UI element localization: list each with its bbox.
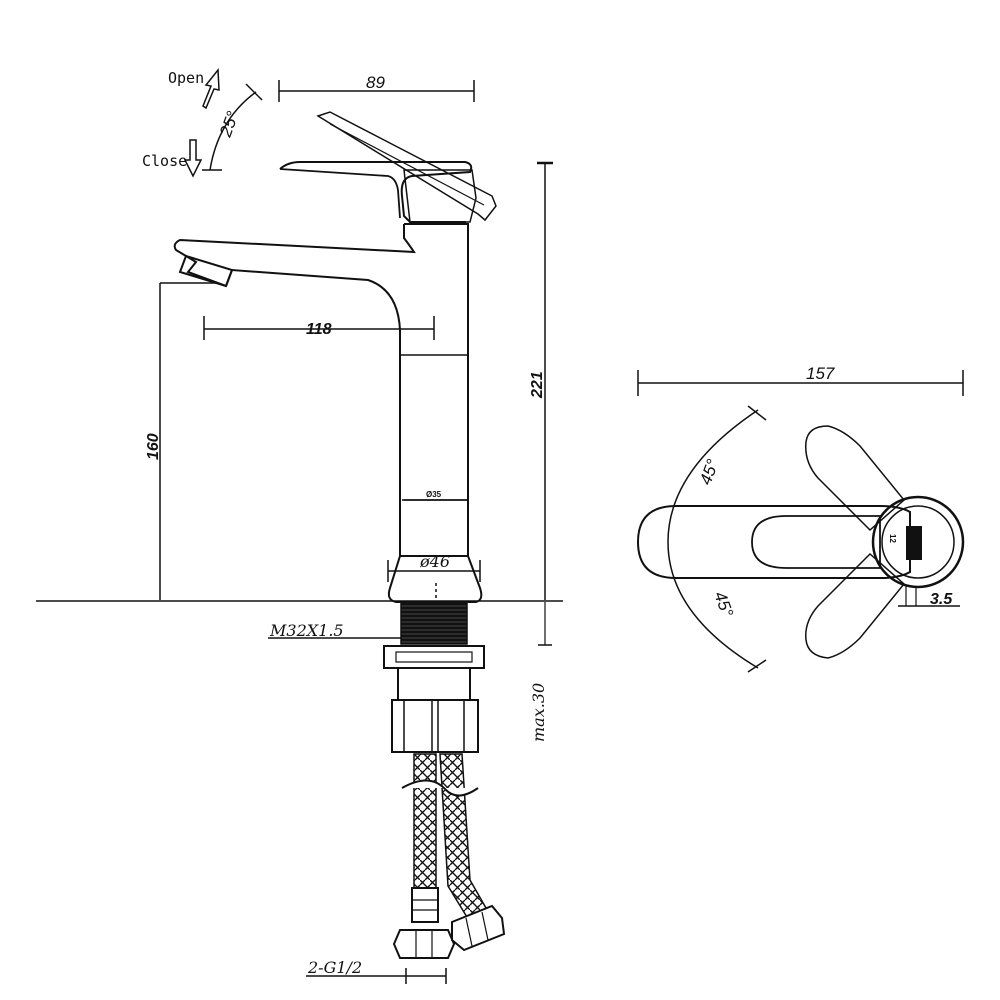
spout-height-label: 160: [145, 433, 162, 460]
hex-nut-left: [392, 929, 456, 959]
handle-open-position: [316, 111, 497, 222]
close-arrow-icon: [183, 139, 203, 178]
top-cap-inner: [881, 505, 955, 579]
hex-nut-right: [451, 904, 506, 952]
offset-label: 3.5: [930, 591, 953, 608]
top-cap-outer: [871, 495, 965, 589]
open-arrow-icon: [202, 67, 220, 110]
hose-left: [413, 753, 437, 891]
spout: [173, 224, 416, 287]
top-width-label: 157: [806, 364, 835, 383]
total-height-label: 221: [529, 371, 546, 399]
side-view: [36, 80, 563, 984]
cap-number-label: 12: [888, 534, 897, 543]
handle-width-label: 89: [366, 73, 385, 92]
base-diameter-label: ø46: [419, 552, 450, 571]
faucet-body: [225, 223, 469, 557]
threaded-shank: [400, 601, 468, 645]
top-view: [636, 370, 965, 673]
handle-cartridge: [403, 169, 477, 223]
aerator: [178, 254, 234, 288]
top-cap-logo: [906, 526, 922, 560]
faucet-base: [387, 555, 483, 603]
close-label: Close: [142, 152, 187, 170]
hose-right: [439, 753, 492, 923]
max-thickness-label: max.30: [529, 683, 548, 742]
open-label: Open: [168, 69, 204, 87]
top-handle-rotated-up: [805, 425, 906, 532]
ferrule-left: [411, 887, 439, 923]
top-handle-rotated-down: [805, 552, 906, 659]
angle-bottom-label: 45°: [710, 589, 737, 620]
hose-thread-label: 2-G1/2: [307, 958, 362, 977]
spout-reach-label: 118: [306, 321, 332, 338]
mounting-nut: [391, 699, 479, 753]
body-diameter-tag: Ø35: [426, 490, 442, 499]
mounting-nut-neck: [397, 667, 471, 701]
rotation-arc: [209, 91, 257, 171]
mounting-washer: [383, 645, 485, 669]
top-handle-slot: [751, 515, 881, 569]
angle-arc: [667, 409, 759, 669]
thread-label: M32X1.5: [269, 621, 344, 640]
handle-closed: [279, 161, 473, 223]
